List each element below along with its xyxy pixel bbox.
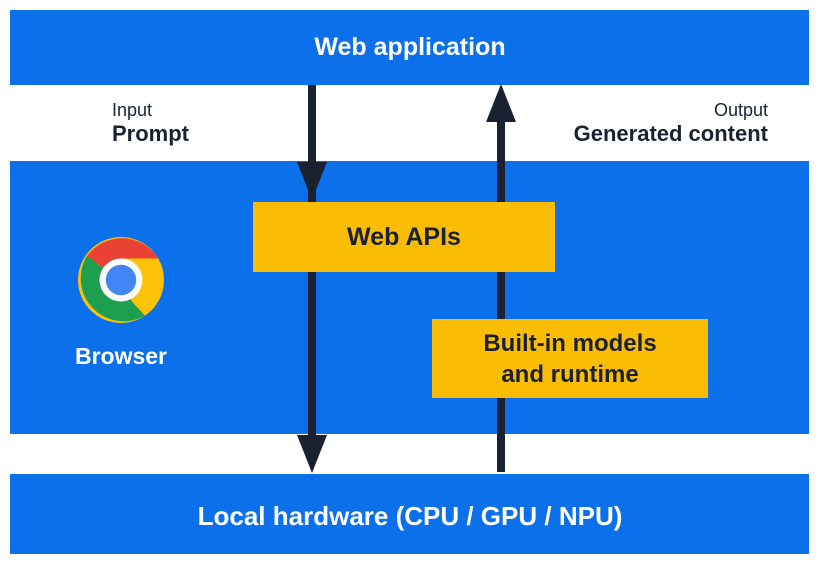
built-in-models-box-line2: and runtime xyxy=(501,360,639,388)
chrome-logo-blue-center xyxy=(105,264,137,296)
input-value-label: Prompt xyxy=(112,121,189,146)
prompt-flow-down-arrowhead-into-hardware xyxy=(297,435,327,473)
web-application-label: Web application xyxy=(314,33,506,61)
output-label-group: Output Generated content xyxy=(574,99,768,146)
built-in-models-box-line1: Built-in models xyxy=(483,329,657,357)
chrome-logo-icon xyxy=(78,237,164,323)
web-apis-box: Web APIs xyxy=(253,202,555,272)
generated-content-up-arrow-shaft xyxy=(497,122,505,472)
web-application-bar xyxy=(10,10,809,85)
input-label-group: Input Prompt xyxy=(112,99,189,146)
local-hardware-label: Local hardware (CPU / GPU / NPU) xyxy=(197,501,623,531)
generated-content-up-arrowhead-into-web-application xyxy=(486,84,516,122)
input-caption: Input xyxy=(112,100,153,120)
browser-label: Browser xyxy=(74,343,168,369)
output-value-label: Generated content xyxy=(573,121,768,146)
built-in-models-box: Built-in models and runtime xyxy=(432,319,708,398)
output-caption: Output xyxy=(713,100,768,120)
prompt-flow-down-arrowhead-into-web-apis xyxy=(297,162,327,200)
local-hardware-bar xyxy=(10,474,809,554)
